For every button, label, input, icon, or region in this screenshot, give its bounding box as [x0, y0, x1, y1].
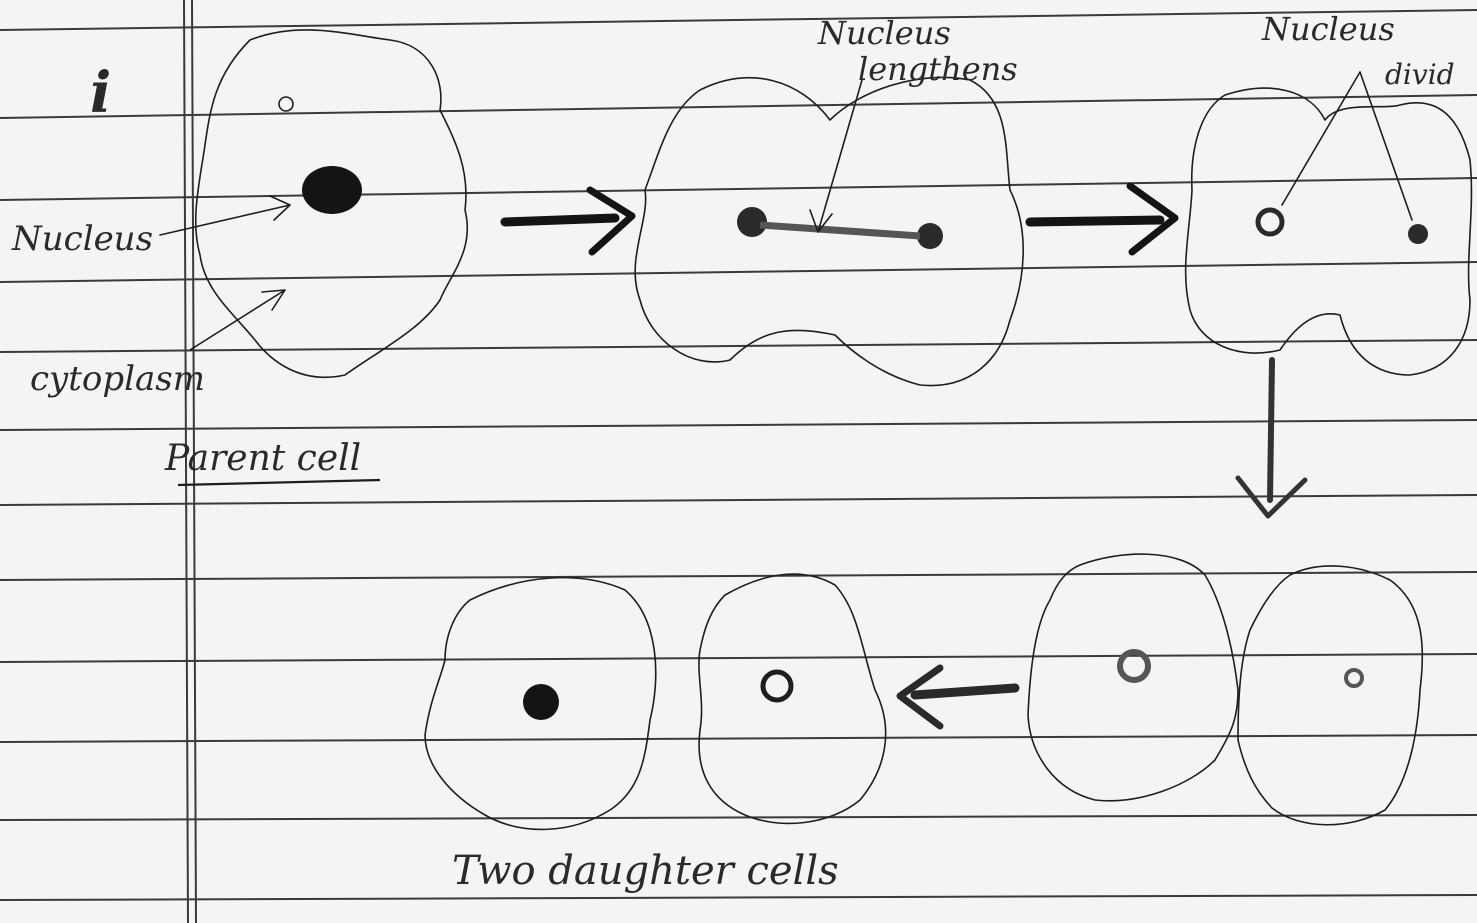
item-number: i	[90, 60, 111, 126]
cytoplasm-pointer-arrow	[190, 290, 285, 350]
elongating-cell	[635, 77, 1023, 385]
separating-nucleus-right	[1346, 670, 1362, 686]
divides-pointer-lines	[1282, 72, 1412, 220]
nucleus-lengthens-label-2: lengthens	[858, 50, 1018, 88]
daughter-cell-left	[425, 578, 656, 830]
parent-nucleus	[302, 166, 362, 214]
nucleus-bridge	[760, 225, 920, 236]
parent-cell	[196, 30, 468, 377]
cytoplasm-label: cytoplasm	[30, 359, 205, 399]
daughter-cell-right	[699, 574, 886, 823]
nucleus-divides-label-2: divid	[1385, 58, 1455, 91]
nucleus-divides-label-1: Nucleus	[1261, 10, 1395, 48]
daughter-nucleus-left	[523, 684, 559, 720]
lengthening-nucleus-right	[917, 223, 943, 249]
stage-arrow-3	[1238, 360, 1305, 516]
parent-cell-label: Parent cell	[164, 438, 361, 479]
parent-cell-underline	[178, 480, 380, 485]
nucleus-label: Nucleus	[11, 219, 153, 259]
dividing-cell	[1186, 88, 1472, 375]
stage-arrow-2	[1030, 186, 1175, 252]
separating-cells	[1028, 554, 1422, 825]
lengthens-pointer-arrow	[810, 80, 862, 232]
nucleus-lengthens-label-1: Nucleus	[817, 14, 951, 52]
vacuole	[279, 97, 293, 111]
daughter-cells-label: Two daughter cells	[452, 848, 839, 894]
nucleus-pointer-arrow	[160, 196, 290, 235]
divided-nucleus-right	[1408, 224, 1428, 244]
stage-arrow-1	[505, 190, 632, 252]
divided-nucleus-left	[1258, 210, 1282, 234]
daughter-nucleus-right	[763, 672, 791, 700]
stage-arrow-4	[900, 668, 1015, 726]
